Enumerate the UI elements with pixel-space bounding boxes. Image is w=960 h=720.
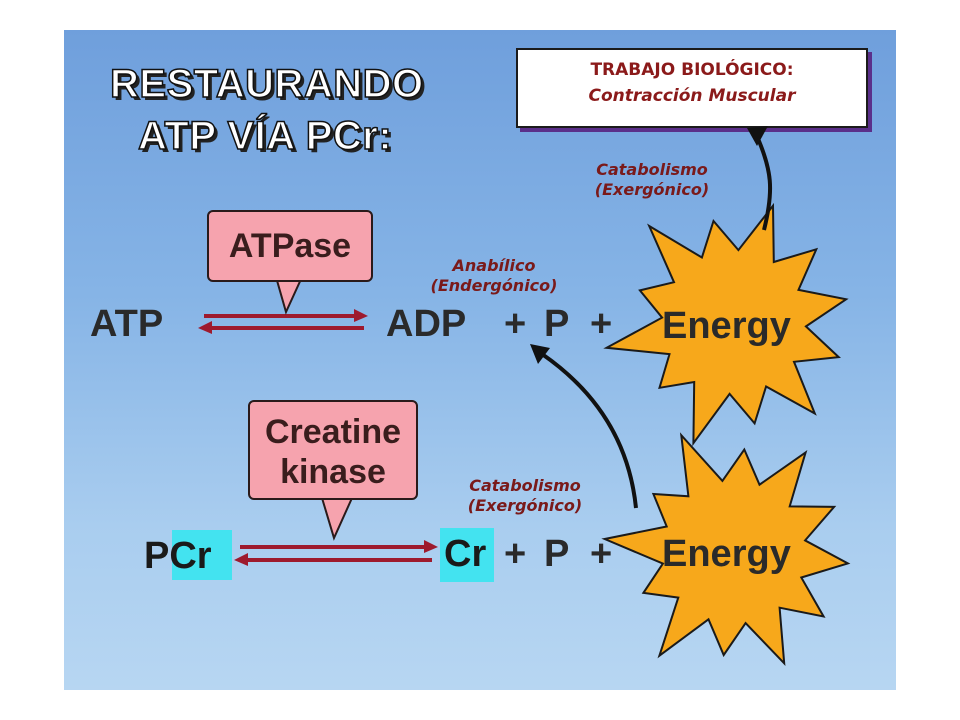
label-catabolism-top: Catabolismo (Exergónico) — [572, 160, 732, 200]
catabolism-top-line-2: (Exergónico) — [594, 180, 710, 199]
ck-pointer — [320, 497, 354, 541]
anabolism-line-2: (Endergónico) — [430, 276, 558, 295]
atpase-pointer — [274, 276, 304, 315]
slide: RESTAURANDO ATP VÍA PCr: TRABAJO BIOLÓGI… — [64, 30, 896, 690]
cr-highlight — [440, 528, 494, 582]
diagram-graphics — [198, 126, 851, 667]
pcr-highlight — [172, 530, 232, 580]
equilibrium-arrows-1 — [198, 309, 368, 334]
creatine-kinase-box: Creatine kinase — [248, 400, 418, 500]
arrow-energy-to-adp — [540, 352, 638, 509]
arrow-energy-to-work — [754, 133, 773, 231]
title-line-1: RESTAURANDO — [109, 62, 424, 106]
biological-work-box: TRABAJO BIOLÓGICO: Contracción Muscular — [516, 48, 868, 128]
arrow-head-to-adp — [530, 344, 550, 364]
arrow-head-to-work — [747, 126, 768, 146]
plus-1a: + — [504, 303, 527, 345]
title-line-2: ATP VÍA PCr: — [137, 114, 393, 158]
phosphate-2: P — [544, 533, 570, 575]
phosphate-1: P — [544, 303, 570, 345]
label-anabolism: Anabílico (Endergónico) — [404, 256, 584, 296]
catabolism-bottom-line-2: (Exergónico) — [467, 496, 583, 515]
pcr-label: PCr — [144, 535, 212, 577]
work-box-title: TRABAJO BIOLÓGICO: — [590, 60, 794, 80]
adp-label: ADP — [386, 303, 467, 345]
atpase-box: ATPase — [207, 210, 373, 282]
plus-2b: + — [590, 533, 613, 575]
equilibrium-arrows-2 — [234, 540, 438, 566]
anabolism-line-1: Anabílico — [452, 256, 536, 275]
atpase-label: ATPase — [228, 227, 352, 265]
plus-2a: + — [504, 533, 527, 575]
work-box-subtitle: Contracción Muscular — [588, 86, 796, 106]
ck-label-line-2: kinase — [280, 453, 386, 491]
energy-label-bottom: Energy — [662, 533, 791, 575]
catabolism-bottom-line-1: Catabolismo — [469, 476, 581, 495]
catabolism-top-line-1: Catabolismo — [596, 160, 708, 179]
label-catabolism-bottom: Catabolismo (Exergónico) — [440, 476, 610, 516]
energy-starburst-top — [603, 202, 849, 447]
ck-label-line-1: Creatine — [264, 413, 402, 451]
energy-label-top: Energy — [662, 305, 791, 347]
cr-label: Cr — [444, 533, 487, 575]
atp-label: ATP — [90, 303, 164, 345]
energy-starburst-bottom — [601, 432, 851, 667]
plus-1b: + — [590, 303, 613, 345]
